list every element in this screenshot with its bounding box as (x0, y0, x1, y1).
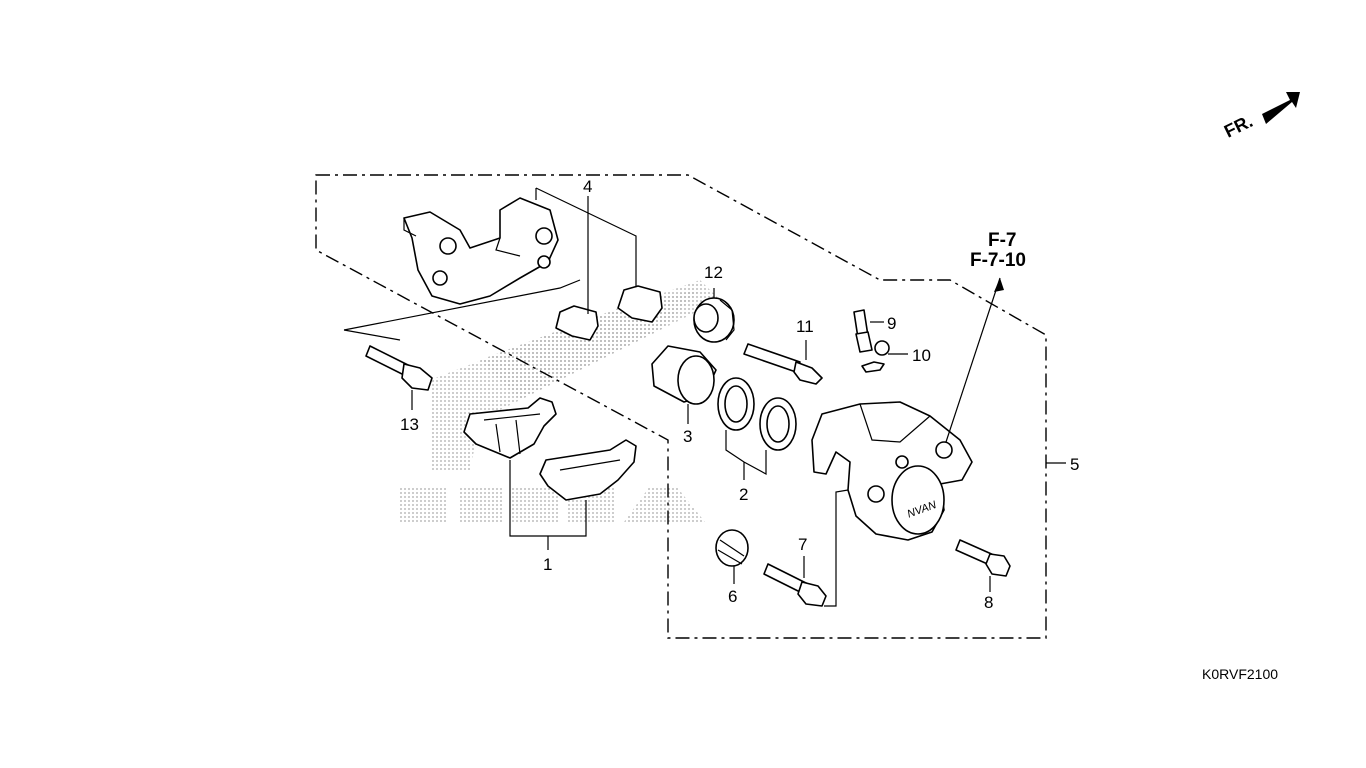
pad-spring-icon (555, 285, 663, 341)
slide-pin-icon (763, 563, 827, 607)
piston-seal-set-icon (717, 377, 797, 451)
piston-icon (651, 345, 717, 405)
callout-1[interactable]: 1 (543, 555, 552, 574)
reference-f7-10[interactable]: F-7-10 (970, 250, 1026, 271)
caliper-bracket-icon (403, 197, 559, 305)
callout-10[interactable]: 10 (912, 346, 931, 365)
callout-6[interactable]: 6 (728, 587, 737, 606)
callout-11[interactable]: 11 (796, 317, 814, 336)
assembly-boundary (315, 174, 1047, 639)
callout-8[interactable]: 8 (984, 593, 993, 612)
direction-label: FR. (1221, 111, 1256, 142)
flange-bolt-icon (365, 345, 433, 391)
boot-icon (693, 297, 735, 343)
callout-3[interactable]: 3 (683, 427, 692, 446)
bleed-valve-icon (853, 309, 873, 353)
callout-7[interactable]: 7 (798, 535, 807, 554)
callout-12[interactable]: 12 (704, 263, 723, 282)
caliper-body-icon: NVAN (811, 401, 973, 541)
callout-9[interactable]: 9 (887, 314, 896, 333)
callout-13[interactable]: 13 (400, 415, 419, 434)
pad-pin-icon (743, 343, 823, 385)
diagram-code: K0RVF2100 (1202, 666, 1278, 682)
brake-pad-set-icon (463, 397, 637, 501)
bleed-cap-icon (861, 340, 890, 373)
pin-boot-icon (715, 529, 749, 567)
reference-f7[interactable]: F-7 (988, 230, 1017, 251)
callout-5[interactable]: 5 (1070, 455, 1079, 474)
front-direction-arrow: FR. (1221, 92, 1300, 142)
callout-4[interactable]: 4 (583, 177, 592, 196)
bolt-icon (955, 539, 1011, 577)
callout-2[interactable]: 2 (739, 485, 748, 504)
